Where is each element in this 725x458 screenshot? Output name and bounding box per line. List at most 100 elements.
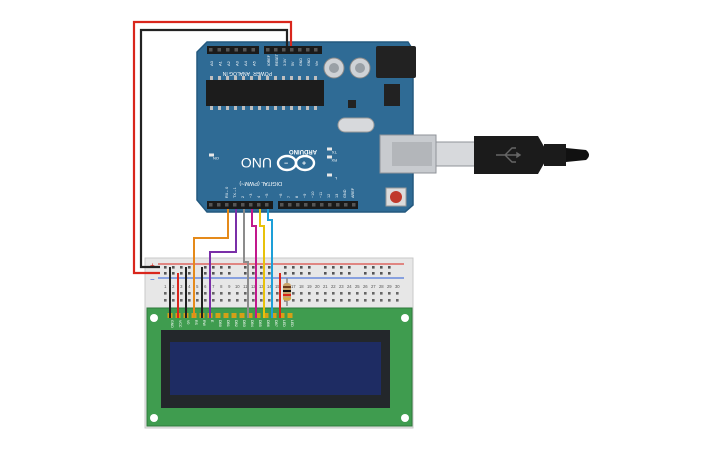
lcd-pin-label: DB2: [234, 320, 238, 327]
wire-e-purple[interactable]: [209, 209, 237, 318]
lcd-pin-label: DB5: [258, 320, 262, 327]
rail-hole: [172, 272, 175, 275]
terminal-hole: [292, 299, 295, 302]
rail-hole: [388, 272, 391, 275]
column-number: 25: [355, 284, 360, 289]
column-number: 19: [307, 284, 312, 289]
rail-hole: [292, 266, 295, 269]
column-number: 13: [259, 284, 264, 289]
pin-label: 8: [295, 196, 299, 198]
rail-hole: [292, 272, 295, 275]
led: [327, 147, 332, 151]
pin-label: ~11: [319, 192, 323, 198]
terminal-hole: [180, 299, 183, 302]
wires: [132, 20, 293, 318]
usb-cable-strain: [544, 144, 566, 166]
pin-label: TX→1: [233, 187, 237, 198]
terminal-hole: [252, 299, 255, 302]
pin-label: 13: [335, 194, 339, 198]
reset-button-cap[interactable]: [390, 191, 402, 203]
resistor[interactable]: [283, 278, 291, 306]
pin-label: IOREF: [267, 54, 271, 66]
column-number: 21: [323, 284, 328, 289]
lcd-pin-label: VCC: [178, 320, 182, 328]
terminal-hole: [220, 299, 223, 302]
lcd-pin: [263, 313, 269, 318]
wire-gnd-black[interactable]: [139, 28, 289, 269]
terminal-hole: [164, 292, 167, 295]
wire-db7-blue[interactable]: [267, 209, 273, 318]
lcd-pin-label: DB3: [242, 320, 246, 327]
pin-label: A5: [252, 60, 257, 66]
column-number: 24: [347, 284, 352, 289]
power-header-label: POWER: [253, 70, 272, 76]
terminal-hole: [212, 299, 215, 302]
terminal-hole: [276, 299, 279, 302]
small-ic: [348, 100, 356, 108]
column-number: 28: [379, 284, 384, 289]
wire-db6-yellow[interactable]: [259, 209, 265, 318]
wire-db4-gray[interactable]: [243, 209, 249, 318]
terminal-hole: [308, 292, 311, 295]
terminal-hole: [164, 299, 167, 302]
terminal-hole: [324, 299, 327, 302]
terminal-hole: [332, 292, 335, 295]
lcd-mount-hole: [150, 414, 158, 422]
column-number: 5: [196, 284, 199, 289]
rail-hole: [172, 266, 175, 269]
pin-label: RX←0: [225, 187, 229, 198]
rail-hole: [340, 272, 343, 275]
analog-header-label: ANALOG IN: [222, 70, 250, 76]
column-number: 8: [220, 284, 223, 289]
rail-hole: [348, 266, 351, 269]
terminal-hole: [236, 299, 239, 302]
terminal-hole: [372, 292, 375, 295]
power-rail-holes: [164, 266, 391, 275]
terminal-hole: [300, 292, 303, 295]
terminal-hole: [292, 292, 295, 295]
column-number: 18: [299, 284, 304, 289]
terminal-hole: [316, 299, 319, 302]
terminal-hole: [236, 292, 239, 295]
terminal-hole: [348, 299, 351, 302]
rail-hole: [260, 266, 263, 269]
header-holes: [209, 48, 356, 207]
column-number: 1: [164, 284, 167, 289]
lcd-pin-label: DB1: [226, 320, 230, 327]
terminal-hole: [388, 299, 391, 302]
rail-hole: [260, 272, 263, 275]
arduino-logo-icon: − +: [276, 154, 316, 172]
resistor-band: [283, 294, 291, 296]
terminal-hole: [300, 299, 303, 302]
column-number: 26: [363, 284, 368, 289]
svg-text:−: −: [284, 161, 288, 168]
lcd-mount-hole: [150, 314, 158, 322]
digital-header-high: [278, 201, 358, 209]
pin-label: A2: [226, 60, 231, 66]
terminal-hole: [308, 299, 311, 302]
led-label: L: [334, 176, 337, 181]
wire-db5-magenta[interactable]: [251, 209, 257, 318]
lcd-screen: [170, 342, 381, 395]
lcd-pin: [287, 313, 293, 318]
rail-hole: [212, 272, 215, 275]
rail-hole: [204, 272, 207, 275]
power-jack: [376, 46, 416, 78]
model-label: UNO: [241, 155, 272, 171]
pin-label: A0: [209, 60, 214, 66]
rail-hole: [364, 272, 367, 275]
wire-rs-orange[interactable]: [193, 209, 229, 318]
pin-label: RESET: [275, 53, 279, 66]
pin-label: AREF: [351, 187, 355, 198]
lcd-pin-label: DB0: [218, 320, 222, 327]
rail-hole: [180, 272, 183, 275]
voltage-regulator: [384, 84, 400, 106]
terminal-hole: [196, 292, 199, 295]
lcd-pin-label: LED: [282, 320, 286, 327]
terminal-hole: [396, 299, 399, 302]
wire-5v-red[interactable]: [132, 20, 293, 275]
column-numbers: 1234567891011121314151617181920212223242…: [164, 284, 400, 289]
